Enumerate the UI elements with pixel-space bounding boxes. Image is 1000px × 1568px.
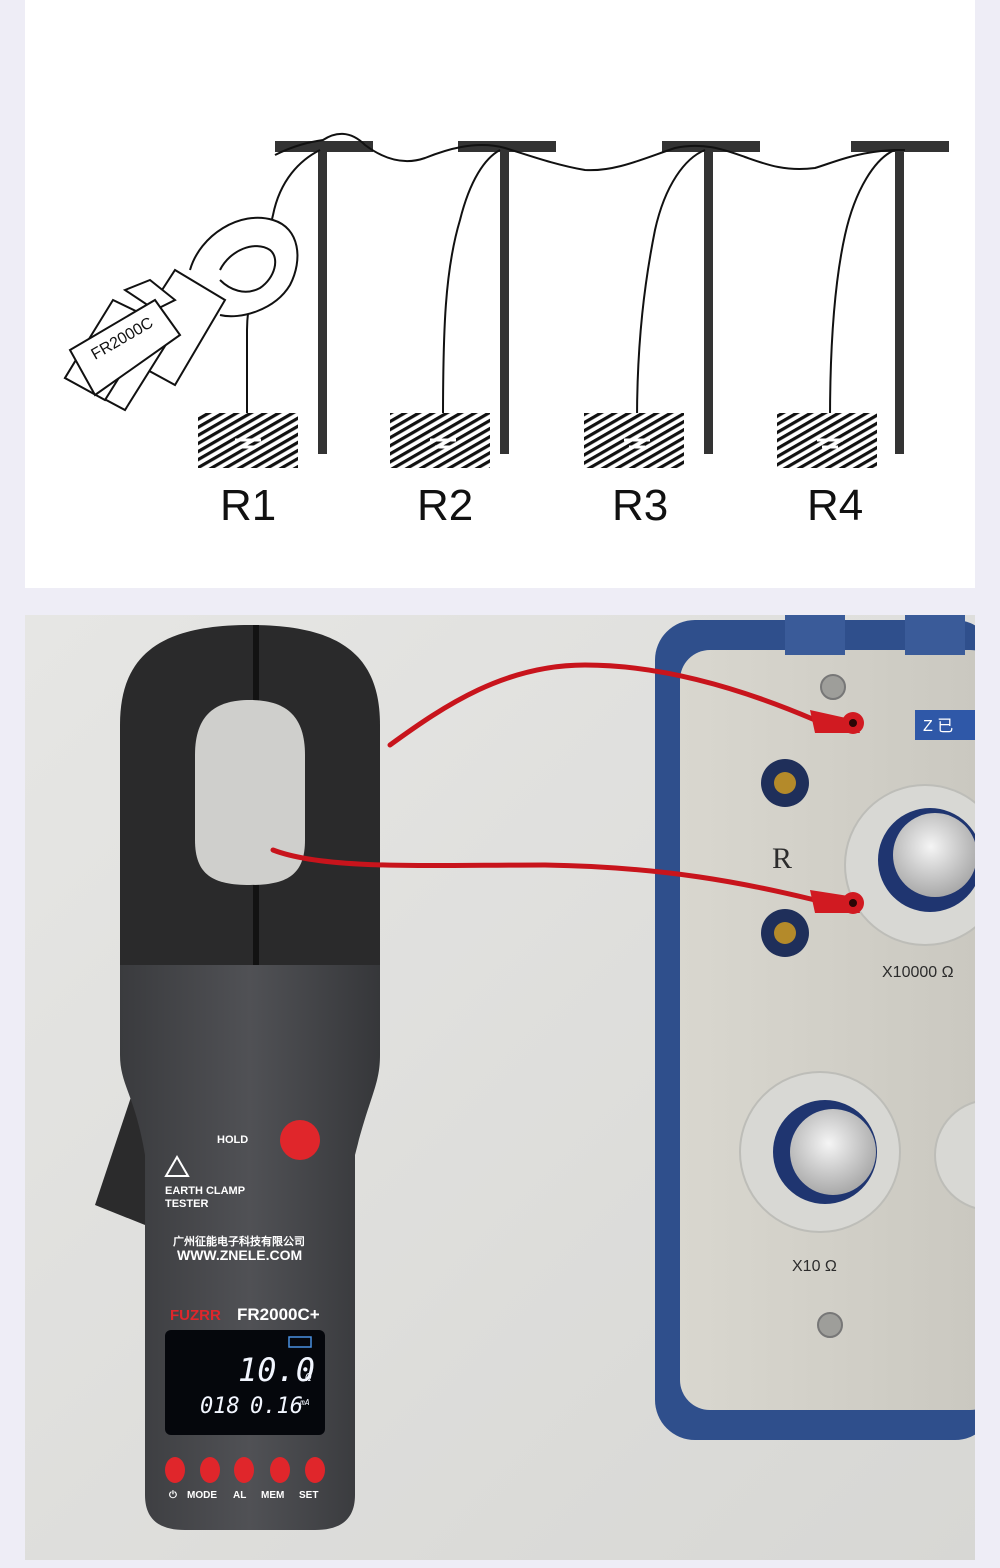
- product-name-line2: TESTER: [165, 1198, 208, 1210]
- mem-label: MEM: [261, 1490, 284, 1501]
- label-r4: R4: [807, 481, 863, 530]
- al-button[interactable]: [234, 1457, 254, 1483]
- al-label: AL: [233, 1490, 246, 1501]
- lcd-display: [165, 1330, 325, 1435]
- dial-x10-label: X10 Ω: [792, 1258, 837, 1275]
- grounding-diagram-panel: R1 R2 R3 R4 FR2000C: [25, 0, 975, 588]
- earth-marks: [235, 438, 843, 449]
- set-button[interactable]: [305, 1457, 325, 1483]
- terminal-label-r: R: [772, 842, 792, 875]
- company-name: 广州征能电子科技有限公司: [173, 1234, 305, 1248]
- power-icon: ⏻: [169, 1489, 177, 1501]
- clamp-tester: HOLD EARTH CLAMP TESTER 广州征能电子科技有限公司 WWW…: [95, 625, 380, 1530]
- ground-bars: [275, 141, 949, 152]
- mem-button[interactable]: [270, 1457, 290, 1483]
- product-name-line1: EARTH CLAMP: [165, 1185, 245, 1197]
- box-badge: [915, 710, 975, 740]
- resistance-box: Z 已 R X10000 Ω X10 Ω: [655, 615, 975, 1440]
- photo-panel: Z 已 R X10000 Ω X10 Ω HOLD EART: [25, 615, 975, 1560]
- website: WWW.ZNELE.COM: [177, 1247, 302, 1263]
- label-r3: R3: [612, 481, 668, 530]
- grounding-diagram: R1 R2 R3 R4 FR2000C: [63, 132, 949, 530]
- keypad: ⏻ MODE AL MEM SET: [165, 1457, 325, 1501]
- battery-icon: [288, 1336, 312, 1348]
- ground-blocks: [198, 413, 877, 468]
- interconnect-wire: [274, 132, 905, 172]
- model-name: FR2000C+: [237, 1305, 320, 1324]
- label-r2: R2: [417, 481, 473, 530]
- lcd-secondary-value: 0.16: [250, 1394, 303, 1419]
- lcd-secondary-unit: mA: [299, 1398, 310, 1407]
- ground-poles: [318, 152, 904, 454]
- label-r1: R1: [220, 481, 276, 530]
- mode-button[interactable]: [200, 1457, 220, 1483]
- mode-label: MODE: [187, 1490, 217, 1501]
- power-button[interactable]: [165, 1457, 185, 1483]
- test-leads: [270, 662, 818, 903]
- set-label: SET: [299, 1490, 318, 1501]
- dial-x10000-label: X10000 Ω: [882, 964, 954, 981]
- hold-button[interactable]: [280, 1120, 320, 1160]
- hold-label: HOLD: [217, 1134, 248, 1146]
- clamp-meter-sketch: FR2000C: [63, 216, 299, 412]
- lcd-main-unit: Ω: [304, 1371, 312, 1384]
- tester-photo: Z 已 R X10000 Ω X10 Ω HOLD EART: [25, 615, 975, 1560]
- box-badge-text: Z 已: [923, 718, 953, 735]
- warning-icon: [164, 1155, 190, 1177]
- lcd-index: 018: [200, 1394, 240, 1419]
- banana-plugs: [810, 710, 864, 914]
- down-leads: [246, 149, 896, 421]
- brand-logo: FUZRR: [170, 1307, 221, 1324]
- lcd-main-value: 10.0: [238, 1351, 315, 1389]
